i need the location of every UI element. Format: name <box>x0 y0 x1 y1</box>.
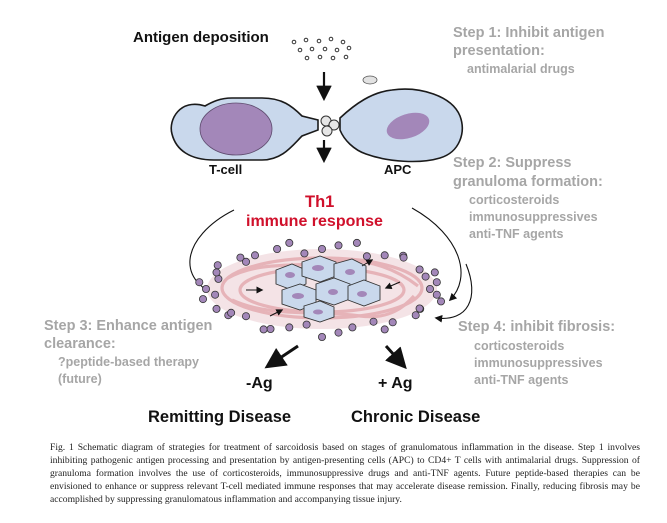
lymphocyte <box>302 320 311 329</box>
antigen-deposition-label: Antigen deposition <box>133 29 269 46</box>
lymphocyte <box>362 252 371 261</box>
lymphocyte <box>211 290 220 299</box>
lymphocyte <box>388 318 397 327</box>
lymphocyte <box>241 257 250 266</box>
step3-item-2: (future) <box>58 372 102 386</box>
lymphocyte <box>227 308 236 317</box>
arrow-right-to-granuloma <box>411 207 462 302</box>
step1-title-line1: Step 1: Inhibit antigen <box>453 25 605 41</box>
lymphocyte <box>380 325 389 334</box>
arrow-to-chronic <box>384 344 407 370</box>
lymphocyte <box>432 290 441 299</box>
step4-item-1: corticosteroids <box>474 339 565 353</box>
th1-label: Th1 <box>305 193 335 211</box>
lymphocyte <box>201 284 210 293</box>
granuloma <box>195 238 445 341</box>
step3-title-line2: clearance: <box>44 336 116 352</box>
lymphocyte <box>415 304 424 313</box>
lymphocyte <box>432 278 441 287</box>
lymphocyte <box>250 251 259 260</box>
lymphocyte <box>399 253 408 262</box>
step2-title-line1: Step 2: Suppress <box>453 155 572 171</box>
apc-label: APC <box>384 162 412 177</box>
antigen-particles <box>291 36 352 61</box>
lymphocyte <box>212 304 221 313</box>
lymphocyte <box>425 284 434 293</box>
t-cell <box>170 97 319 161</box>
figure-caption: Fig. 1 Schematic diagram of strategies f… <box>50 442 640 505</box>
lymphocyte <box>195 278 204 287</box>
step1-title-line2: presentation: <box>453 43 545 59</box>
step2-title-line2: granuloma formation: <box>453 174 603 190</box>
lymphocyte <box>380 251 389 260</box>
lymphocyte <box>421 272 430 281</box>
minus-ag-label: -Ag <box>246 375 273 392</box>
lymphocyte <box>348 323 357 332</box>
arrow-right-fibrosis <box>434 263 473 323</box>
step2-item-2: immunosuppressives <box>469 210 598 224</box>
lymphocyte <box>212 268 221 277</box>
lymphocyte <box>273 244 282 253</box>
lymphocyte <box>411 311 420 320</box>
lymphocyte <box>214 274 223 283</box>
plus-ag-label: + Ag <box>378 375 413 392</box>
step4-item-3: anti-TNF agents <box>474 373 569 387</box>
lymphocyte <box>285 238 294 247</box>
lymphocyte <box>300 249 309 258</box>
lymphocyte <box>334 328 343 337</box>
lymphocyte <box>436 297 445 306</box>
lymphocyte <box>266 324 275 333</box>
lymphocyte <box>259 325 268 334</box>
immune-response-label: immune response <box>246 213 383 230</box>
apc <box>339 75 464 163</box>
step3-item-1: ?peptide-based therapy <box>58 355 199 369</box>
step3-title-line1: Step 3: Enhance antigen <box>44 318 213 334</box>
synapse <box>320 115 340 137</box>
lymphocyte <box>369 317 378 326</box>
lymphocyte <box>285 323 294 332</box>
lymphocyte <box>430 268 439 277</box>
step1-item: antimalarial drugs <box>467 62 575 76</box>
chronic-disease-label: Chronic Disease <box>351 408 481 426</box>
step4-item-2: immunosuppressives <box>474 356 603 370</box>
arrow-to-remitting <box>264 344 299 369</box>
step4-title: Step 4: inhibit fibrosis: <box>458 319 616 335</box>
lymphocyte <box>198 295 207 304</box>
lymphocyte <box>213 261 222 270</box>
step2-item-1: corticosteroids <box>469 193 560 207</box>
tcell-label: T-cell <box>209 162 243 177</box>
step2-item-3: anti-TNF agents <box>469 227 564 241</box>
lymphocytes <box>195 238 445 341</box>
lymphocyte <box>236 253 245 262</box>
lymphocyte <box>352 238 361 247</box>
lymphocyte <box>241 312 250 321</box>
remitting-disease-label: Remitting Disease <box>148 408 292 426</box>
lymphocyte <box>317 332 326 341</box>
lymphocyte <box>334 241 343 250</box>
lymphocyte <box>317 244 326 253</box>
lymphocyte <box>415 265 424 274</box>
